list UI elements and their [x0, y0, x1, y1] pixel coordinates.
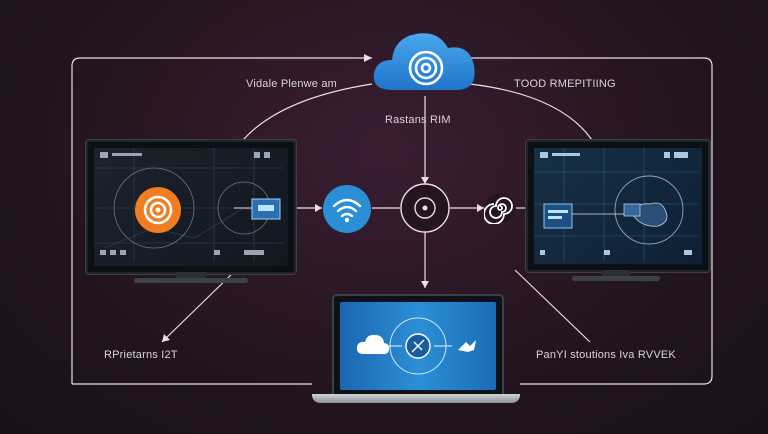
arrow-head: [315, 204, 322, 212]
arrow-head: [477, 204, 484, 212]
left-monitor: [86, 140, 296, 274]
right-monitor-screen: [534, 148, 702, 264]
outer-frame-line-right: [470, 57, 713, 385]
label-bottom-right: PanYI stoutions Iva RVVEK: [536, 349, 676, 361]
laptop-base: [312, 394, 520, 403]
right-monitor-base: [572, 276, 660, 281]
signal-rings-icon: [135, 187, 181, 233]
laptop-cloud-icon: [356, 334, 390, 355]
laptop-bird-icon: [458, 340, 476, 352]
arrow-head: [162, 334, 170, 342]
arrow-head: [421, 177, 429, 184]
cloud-right-curve: [469, 83, 599, 151]
laptop-graphic: [356, 317, 476, 375]
hub-target-icon: [400, 183, 450, 233]
bottom-right-diagonal: [514, 269, 591, 343]
spiral-icon: [484, 193, 515, 224]
left-dashboard-graphic: [94, 148, 284, 262]
label-center: Rastans RIM: [385, 114, 451, 126]
arrow-head: [421, 281, 429, 288]
label-top-left: Vidale Plenwe am: [246, 78, 338, 90]
left-monitor-base: [134, 278, 248, 283]
cloud-left-curve: [234, 83, 373, 151]
left-monitor-stand: [176, 272, 206, 278]
laptop-display: [340, 302, 496, 390]
left-monitor-screen: [94, 148, 288, 266]
cloud-signal-icon: [373, 33, 475, 90]
arrow-head: [364, 54, 372, 62]
right-dashboard-graphic: [534, 148, 698, 260]
right-monitor: [526, 140, 710, 272]
wifi-icon: [323, 185, 371, 233]
laptop-screen: [332, 294, 504, 398]
label-top-right: TOOD RMEPITIING: [514, 78, 616, 90]
outer-frame-line: [71, 57, 372, 384]
right-monitor-stand: [602, 270, 630, 276]
laptop-hub-icon: [405, 333, 431, 359]
label-bottom-left: RPrietarns I2T: [104, 349, 178, 361]
